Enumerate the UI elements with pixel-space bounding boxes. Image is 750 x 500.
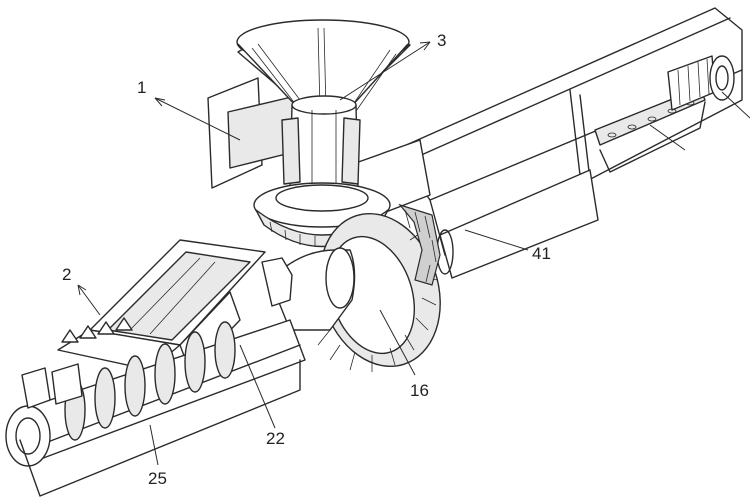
rear-housing [394,7,743,279]
screw-flights [64,321,236,441]
label-3: 3 [437,31,446,50]
label-1: 1 [137,78,146,97]
screw-tube [5,319,306,497]
feeder-teeth [61,317,133,343]
label-25: 25 [148,469,167,488]
label-2: 2 [62,265,71,284]
elbow-pipe [269,247,356,331]
label-41: 41 [532,244,551,263]
inclined-feeder [57,239,293,373]
leader-lines [77,41,750,466]
hopper [236,19,411,248]
label-16: 16 [410,381,429,400]
part-labels: 1 3 2 16 22 25 41 [62,31,551,488]
label-22: 22 [266,429,285,448]
